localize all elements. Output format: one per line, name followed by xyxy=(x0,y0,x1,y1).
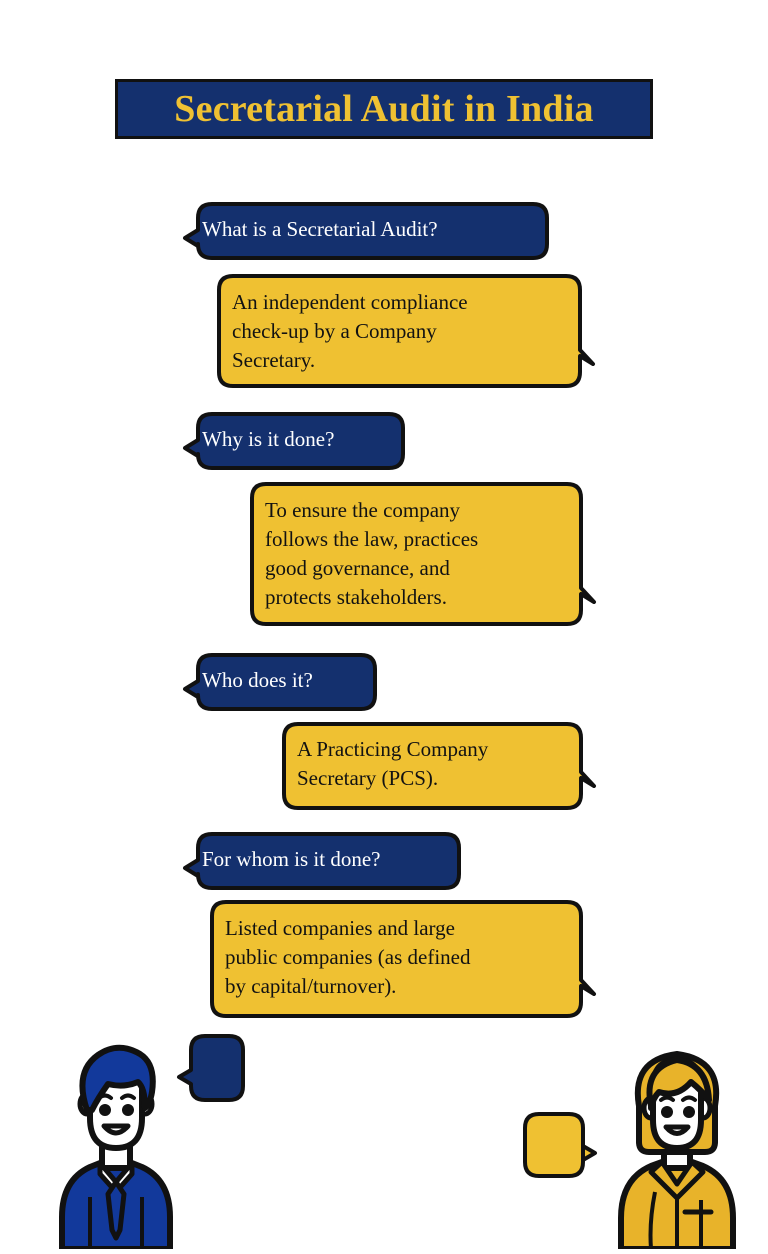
question-text-3: Who does it? xyxy=(202,668,313,692)
mouth xyxy=(101,1123,131,1136)
decorative-bubble-left xyxy=(175,1032,247,1106)
mini-bubble-gold-shape xyxy=(523,1112,597,1178)
hair-fringe xyxy=(646,1057,712,1111)
bubble-shape-navy xyxy=(183,202,549,260)
mouth xyxy=(663,1124,691,1136)
question-text-4: For whom is it done? xyxy=(202,847,381,871)
eye-right xyxy=(122,1104,134,1116)
answer-text-1: An independent compliance check-up by a … xyxy=(232,290,468,372)
blazer-collar xyxy=(648,1159,706,1201)
male-figure-svg xyxy=(59,1044,173,1252)
answer-text-4: Listed companies and large public compan… xyxy=(225,916,471,998)
eyebrow-left xyxy=(659,1095,675,1102)
bubble-shape-navy xyxy=(183,832,461,890)
answer-bubble-1: An independent compliance check-up by a … xyxy=(212,272,604,390)
eyebrow-left xyxy=(97,1093,113,1100)
answer-bubble-2: To ensure the company follows the law, p… xyxy=(245,480,605,628)
necktie xyxy=(105,1179,127,1241)
eye-right xyxy=(683,1106,695,1118)
mini-bubble-navy-shape xyxy=(177,1034,245,1102)
question-bubble-4: For whom is it done? xyxy=(172,830,462,892)
eyebrow-right xyxy=(120,1093,136,1100)
bubble-shape-navy xyxy=(183,412,405,470)
hair xyxy=(79,1044,156,1113)
question-bubble-1: What is a Secretarial Audit? xyxy=(172,200,550,262)
decorative-bubble-right xyxy=(519,1110,599,1182)
bubble-shape-gold xyxy=(250,482,596,626)
question-bubble-2: Why is it done? xyxy=(172,410,406,472)
answer-text-2: To ensure the company follows the law, p… xyxy=(265,498,479,609)
male-presenter-illustration xyxy=(46,1032,186,1252)
eye-left xyxy=(661,1106,673,1118)
bubble-shape-gold xyxy=(217,274,595,388)
eyebrow-right xyxy=(681,1095,697,1102)
page-title: Secretarial Audit in India xyxy=(174,88,594,130)
page-title-box: Secretarial Audit in India xyxy=(115,79,653,139)
bubble-shape-gold xyxy=(210,900,596,1018)
question-text-1: What is a Secretarial Audit? xyxy=(202,217,438,241)
question-text-2: Why is it done? xyxy=(202,427,335,451)
answer-bubble-3: A Practicing Company Secretary (PCS). xyxy=(277,720,605,812)
bubble-shape-gold xyxy=(282,722,596,810)
bubble-shape-navy xyxy=(183,653,377,711)
answer-bubble-4: Listed companies and large public compan… xyxy=(205,898,605,1020)
female-figure-svg xyxy=(618,1051,736,1252)
question-bubble-3: Who does it? xyxy=(172,651,378,713)
female-presenter-illustration xyxy=(607,1032,747,1252)
eye-left xyxy=(99,1104,111,1116)
blazer-seam-left xyxy=(648,1191,657,1250)
answer-text-3: A Practicing Company Secretary (PCS). xyxy=(297,737,489,790)
